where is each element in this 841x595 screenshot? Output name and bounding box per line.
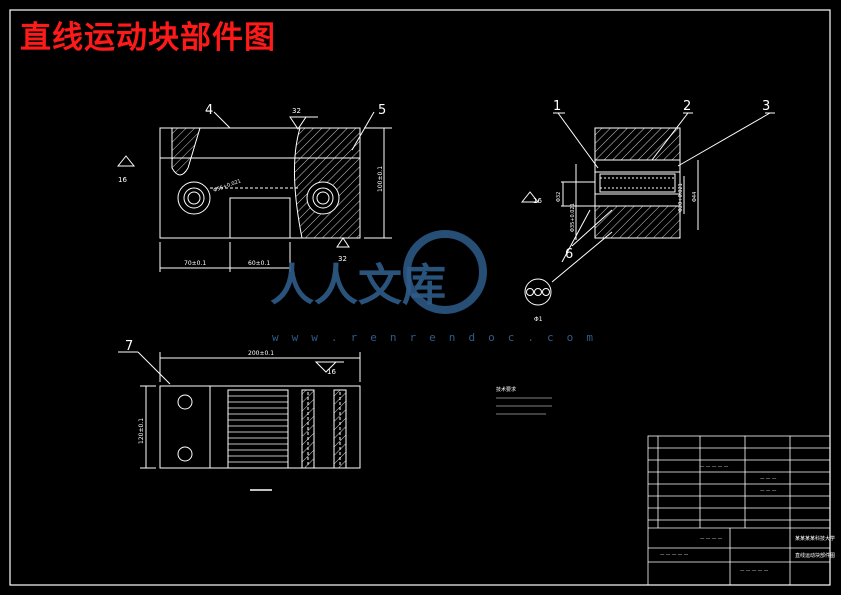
dim-detail: Φ1 <box>534 316 543 323</box>
svg-text:— — — — —: — — — — — <box>740 569 769 574</box>
balloon-2: 2 <box>683 99 691 114</box>
balloon-1: 1 <box>553 99 561 114</box>
roughness-left: 16 <box>118 176 127 184</box>
svg-text:— — —: — — — <box>760 489 777 494</box>
roughness-top-view: 16 <box>327 368 336 376</box>
notes-heading: 技术要求 <box>496 386 516 393</box>
drawing-title: 直线运动块部件图 <box>20 20 276 56</box>
dim-side-35: Φ35+0.021 <box>570 203 576 232</box>
roughness-bottom: 32 <box>338 255 347 263</box>
title-block-university: 某某某某科技大学 <box>795 535 835 542</box>
svg-text:— — — —: — — — — <box>700 537 723 542</box>
roughness-side: 16 <box>533 197 542 205</box>
dim-bore: Φ35+0.021 <box>213 178 242 193</box>
title-block-drawing-name: 直线运动块部件图 <box>795 552 835 559</box>
balloon-6: 6 <box>565 247 573 262</box>
dim-side-44: Φ44 <box>692 192 698 202</box>
balloon-7: 7 <box>125 339 133 354</box>
dim-70: 70±0.1 <box>184 260 206 267</box>
title-block <box>647 435 831 586</box>
roughness-top: 32 <box>292 107 301 115</box>
dim-60: 60±0.1 <box>248 260 270 267</box>
front-view <box>116 111 392 272</box>
dim-100: 100±0.1 <box>377 166 384 192</box>
dim-200: 200±0.1 <box>248 350 274 357</box>
technical-notes <box>496 397 552 415</box>
top-view <box>118 351 361 491</box>
svg-text:— — — — —: — — — — — <box>700 465 729 470</box>
balloon-4: 4 <box>205 103 213 118</box>
dim-120: 120±0.1 <box>138 418 145 444</box>
side-section-view <box>520 112 775 306</box>
watermark-url: w w w . r e n r e n d o c . c o m <box>272 331 597 344</box>
svg-text:— — — — —: — — — — — <box>660 553 689 558</box>
watermark-brand: 人人文库 <box>270 260 446 311</box>
sheet-border <box>9 9 831 586</box>
title-block-small-text: — — — — — — — — — — — — — — — — — — — — … <box>660 465 777 574</box>
dim-side-20: Φ20+0.021 <box>678 183 684 212</box>
watermark-logo <box>403 230 487 314</box>
dim-side-32: Φ32 <box>556 192 562 202</box>
svg-text:— — —: — — — <box>760 477 777 482</box>
balloon-3: 3 <box>762 99 770 114</box>
balloon-5: 5 <box>378 103 386 118</box>
